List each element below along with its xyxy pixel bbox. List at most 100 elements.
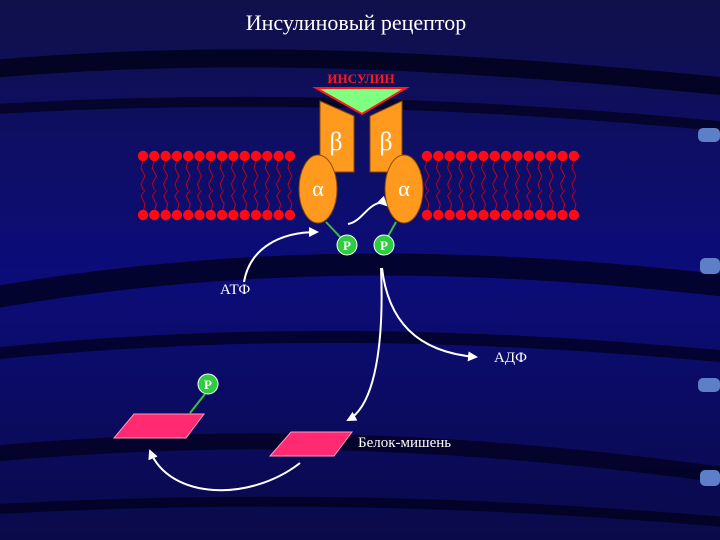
membrane-right [421, 150, 580, 221]
lipid-head [523, 209, 534, 221]
lipid-head [216, 209, 228, 221]
lipid-tail [469, 159, 475, 213]
beta-subunit-left [319, 100, 355, 173]
lipid-head [546, 209, 557, 221]
target-protein [268, 431, 353, 457]
lipid-head [171, 150, 183, 162]
arrow-atp [243, 227, 319, 283]
phosphate-left [336, 234, 358, 256]
lipid-head [455, 209, 467, 221]
lipid-tail [163, 159, 169, 213]
lipid-head [160, 209, 171, 221]
lipid-tail [140, 159, 146, 213]
lipid-tail [151, 159, 157, 213]
stalk-left [325, 221, 344, 241]
lipid-tail [219, 159, 225, 213]
lipid-head [284, 209, 296, 221]
lipid-head [171, 209, 183, 221]
insulin-molecule [312, 87, 410, 116]
lipid-head [137, 150, 149, 162]
beta-left-label: β [329, 127, 342, 156]
lipid-tail [480, 159, 487, 213]
lipid-tail [196, 159, 203, 213]
arrow-adp [381, 267, 478, 362]
lipid-tail [571, 159, 577, 213]
alpha-subunit-right [384, 154, 424, 224]
target-phosphate-stalk [189, 393, 206, 414]
lipid-head [568, 150, 580, 162]
lipid-head [455, 150, 467, 162]
arrow-transphosphorylation [347, 195, 388, 225]
alpha-subunit-left [298, 154, 338, 224]
lipid-tail [458, 159, 464, 213]
page-title: Инсулиновый рецептор [246, 10, 467, 35]
lipid-head [534, 150, 546, 162]
lipid-head [444, 150, 455, 162]
lipid-head [512, 150, 523, 162]
lipid-head [568, 209, 580, 221]
lipid-tail [537, 159, 543, 213]
lipid-head [149, 209, 160, 221]
lipid-tail [208, 159, 214, 213]
lipid-head [273, 150, 284, 162]
lipid-head [205, 150, 216, 162]
lipid-head [250, 209, 262, 221]
lipid-head [421, 209, 433, 221]
lipid-head [216, 150, 228, 162]
lipid-head [467, 209, 478, 221]
lipid-head [183, 209, 194, 221]
lipid-head [433, 209, 444, 221]
lipid-head [250, 150, 262, 162]
lipid-head [284, 150, 296, 162]
lipid-head [534, 209, 546, 221]
lipid-tail [447, 159, 453, 213]
phosphate-right-label: P [380, 238, 388, 253]
lipid-head [262, 209, 273, 221]
lipid-tail [185, 159, 191, 213]
phosphate-target-label: P [204, 377, 212, 392]
beta-subunit-right [369, 100, 403, 173]
lipid-tail [435, 159, 441, 213]
lipid-head [546, 150, 557, 162]
lipid-head [478, 150, 489, 162]
right-edge-decor [698, 128, 720, 486]
lipid-head [557, 150, 568, 162]
lipid-head [160, 150, 171, 162]
insulin-label: ИНСУЛИН [327, 71, 394, 86]
lipid-tail [287, 159, 293, 213]
phosphate-target [197, 373, 219, 395]
lipid-tail [560, 159, 566, 213]
lipid-head [273, 209, 284, 221]
arrow-to-target [346, 267, 383, 421]
target-protein-label: Белок-мишень [358, 435, 451, 451]
atp-label: АТФ [220, 282, 250, 298]
lipid-head [467, 150, 478, 162]
lipid-head [228, 209, 239, 221]
target-protein-phosphorylated [112, 413, 205, 439]
lipid-head [557, 209, 568, 221]
beta-right-label: β [379, 127, 392, 156]
lipid-tail [503, 159, 509, 213]
lipid-head [262, 150, 273, 162]
lipid-head [489, 150, 500, 162]
arrow-phosphorylation [148, 449, 301, 492]
lipid-head [183, 150, 194, 162]
lipid-head [512, 209, 523, 221]
lipid-tail [264, 159, 270, 213]
lipid-tail [253, 159, 259, 213]
lipid-tail [514, 159, 520, 213]
lipid-tail [230, 159, 236, 213]
lipid-head [228, 150, 239, 162]
lipid-head [137, 209, 149, 221]
lipid-head [421, 150, 433, 162]
lipid-tail [242, 159, 248, 213]
lipid-head [489, 209, 500, 221]
lipid-head [500, 150, 512, 162]
phosphate-right [373, 234, 395, 256]
alpha-right-label: α [398, 176, 410, 201]
lipid-tail [424, 159, 430, 213]
lipid-head [239, 150, 250, 162]
lipid-tail [526, 159, 532, 213]
lipid-head [500, 209, 512, 221]
lipid-tail [174, 159, 180, 213]
